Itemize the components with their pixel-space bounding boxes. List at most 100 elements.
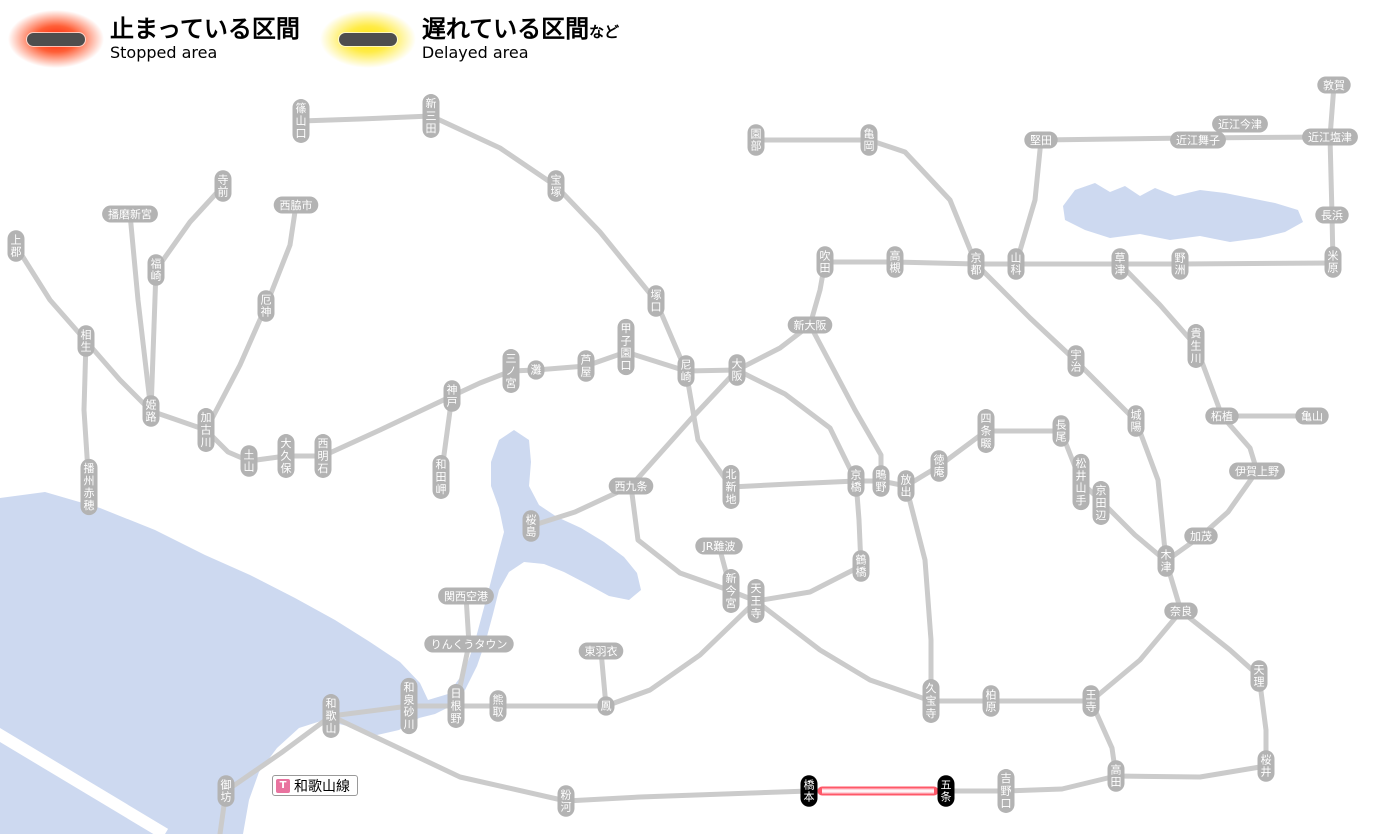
svg-text:天理: 天理 xyxy=(1254,663,1265,688)
legend-delayed-title-main: 遅れている区間 xyxy=(421,15,590,44)
station-pill: 堅田 xyxy=(1024,131,1058,149)
station-pill: 灘 xyxy=(527,360,545,380)
rail-line-sagano-line xyxy=(753,137,979,267)
station-pill: 加茂 xyxy=(1184,527,1218,545)
station-pill: 亀山 xyxy=(1295,407,1329,425)
svg-text:播州赤穂: 播州赤穂 xyxy=(84,461,95,512)
svg-text:高槻: 高槻 xyxy=(890,248,901,274)
svg-text:西明石: 西明石 xyxy=(318,437,329,475)
svg-text:柏原: 柏原 xyxy=(986,687,997,713)
svg-text:天王寺: 天王寺 xyxy=(751,582,762,620)
rail-line-hokuriku-line xyxy=(1327,82,1337,266)
station-pill: 播州赤穂 xyxy=(80,458,98,516)
station-pill: 西九条 xyxy=(608,477,654,495)
svg-text:山科: 山科 xyxy=(1011,251,1022,276)
station-pill: 柏原 xyxy=(982,685,1000,717)
rail-line-bantan-line xyxy=(148,183,226,414)
station-pill: 徳庵 xyxy=(930,450,948,482)
station-pill: 王寺 xyxy=(1082,685,1100,717)
rail-line-gakkentoshi-line xyxy=(853,428,1169,564)
station-pill: 亀岡 xyxy=(860,124,878,156)
legend-stopped-title: 止まっている区間 xyxy=(110,15,300,44)
svg-text:西脇市: 西脇市 xyxy=(280,198,313,212)
svg-text:新三田: 新三田 xyxy=(426,96,437,135)
station-pill: 日根野 xyxy=(447,684,465,728)
legend-stopped-subtitle: Stopped area xyxy=(110,42,218,62)
rail-line-osaka-loop-line xyxy=(628,367,864,604)
legend-delayed: 遅れている区間など Delayed area xyxy=(319,10,619,68)
station-pill-stopped: 五条 xyxy=(937,775,955,807)
station-pill: 山科 xyxy=(1007,248,1025,280)
delayed-bar-icon xyxy=(338,32,397,46)
station-pill: 近江今津 xyxy=(1212,115,1268,133)
station-pill: 宇治 xyxy=(1067,345,1085,377)
station-pill: 尼崎 xyxy=(677,355,695,387)
station-pill: 相生 xyxy=(77,325,95,357)
svg-text:甲子園口: 甲子園口 xyxy=(621,322,632,372)
svg-text:橋本: 橋本 xyxy=(804,777,815,803)
station-pill: 吉野口 xyxy=(997,769,1015,813)
rail-line-takarazuka-line xyxy=(298,113,689,374)
svg-text:福崎: 福崎 xyxy=(151,256,162,282)
station-pill: 鶴橋 xyxy=(852,550,870,582)
svg-text:新今宮: 新今宮 xyxy=(726,571,737,610)
svg-text:厄神: 厄神 xyxy=(261,293,272,318)
svg-text:相生: 相生 xyxy=(81,328,92,353)
station-pill: 桜島 xyxy=(522,510,540,542)
svg-text:亀岡: 亀岡 xyxy=(864,126,875,152)
coast-break xyxy=(0,728,169,834)
station-pill: 天王寺 xyxy=(747,579,765,623)
svg-text:大久保: 大久保 xyxy=(281,436,292,475)
legend-stopped: 止まっている区間 Stopped area xyxy=(8,10,300,68)
station-pill: 西脇市 xyxy=(273,196,319,214)
station-pill: 福崎 xyxy=(147,254,165,286)
svg-text:宝塚: 宝塚 xyxy=(551,172,562,198)
station-pill: 桜井 xyxy=(1257,750,1275,782)
svg-text:姫路: 姫路 xyxy=(146,397,157,423)
station-pill: 和田岬 xyxy=(432,455,450,499)
svg-text:宇治: 宇治 xyxy=(1071,348,1082,373)
svg-text:鳳: 鳳 xyxy=(601,700,612,713)
svg-text:寺前: 寺前 xyxy=(218,173,229,198)
water-osaka-bay xyxy=(0,430,641,834)
svg-text:野洲: 野洲 xyxy=(1175,251,1186,276)
rail-line-osakahigashi-line-south xyxy=(903,483,934,704)
station-pill: 宝塚 xyxy=(547,170,565,202)
svg-text:王寺: 王寺 xyxy=(1086,688,1097,713)
svg-text:貴生川: 貴生川 xyxy=(1191,326,1202,365)
rail-line-kakogawa-line xyxy=(203,202,299,433)
station-pill: 天理 xyxy=(1250,660,1268,692)
svg-text:熊取: 熊取 xyxy=(493,692,504,718)
station-pill: 和歌山 xyxy=(322,694,340,738)
svg-text:松井山手: 松井山手 xyxy=(1076,456,1087,507)
station-pill: 四条畷 xyxy=(977,409,995,453)
svg-text:りんくうタウン: りんくうタウン xyxy=(431,638,508,651)
svg-text:奈良: 奈良 xyxy=(1170,604,1192,618)
station-pill: 長尾 xyxy=(1052,415,1070,447)
station-pill: 姫路 xyxy=(142,395,160,427)
svg-text:長浜: 長浜 xyxy=(1321,209,1343,222)
line-badge-name: 和歌山線 xyxy=(294,778,350,795)
station-pill: 三ノ宮 xyxy=(502,349,520,393)
station-pill: 上郡 xyxy=(7,230,25,262)
svg-text:放出: 放出 xyxy=(901,472,912,498)
station-pill: 野洲 xyxy=(1171,248,1189,280)
station-pill: 京都 xyxy=(967,248,985,280)
svg-text:堅田: 堅田 xyxy=(1030,134,1052,147)
station-pill: 松井山手 xyxy=(1072,453,1090,511)
station-pill: 貴生川 xyxy=(1187,324,1205,368)
station-pill: 城陽 xyxy=(1127,405,1145,437)
svg-text:木津: 木津 xyxy=(1161,548,1172,573)
svg-text:加茂: 加茂 xyxy=(1190,529,1212,543)
station-pill: 甲子園口 xyxy=(617,318,635,376)
station-pill: 高槻 xyxy=(886,246,904,278)
station-pill: 関西空港 xyxy=(438,587,494,605)
station-pill: 大久保 xyxy=(277,434,295,478)
svg-text:柘植: 柘植 xyxy=(1211,409,1233,423)
svg-text:日根野: 日根野 xyxy=(451,687,462,725)
svg-text:敦賀: 敦賀 xyxy=(1323,78,1345,92)
station-pill: 寺前 xyxy=(214,170,232,202)
legend-delayed-subtitle: Delayed area xyxy=(421,42,529,62)
wakayama-line-badge: T 和歌山線 xyxy=(272,775,358,796)
